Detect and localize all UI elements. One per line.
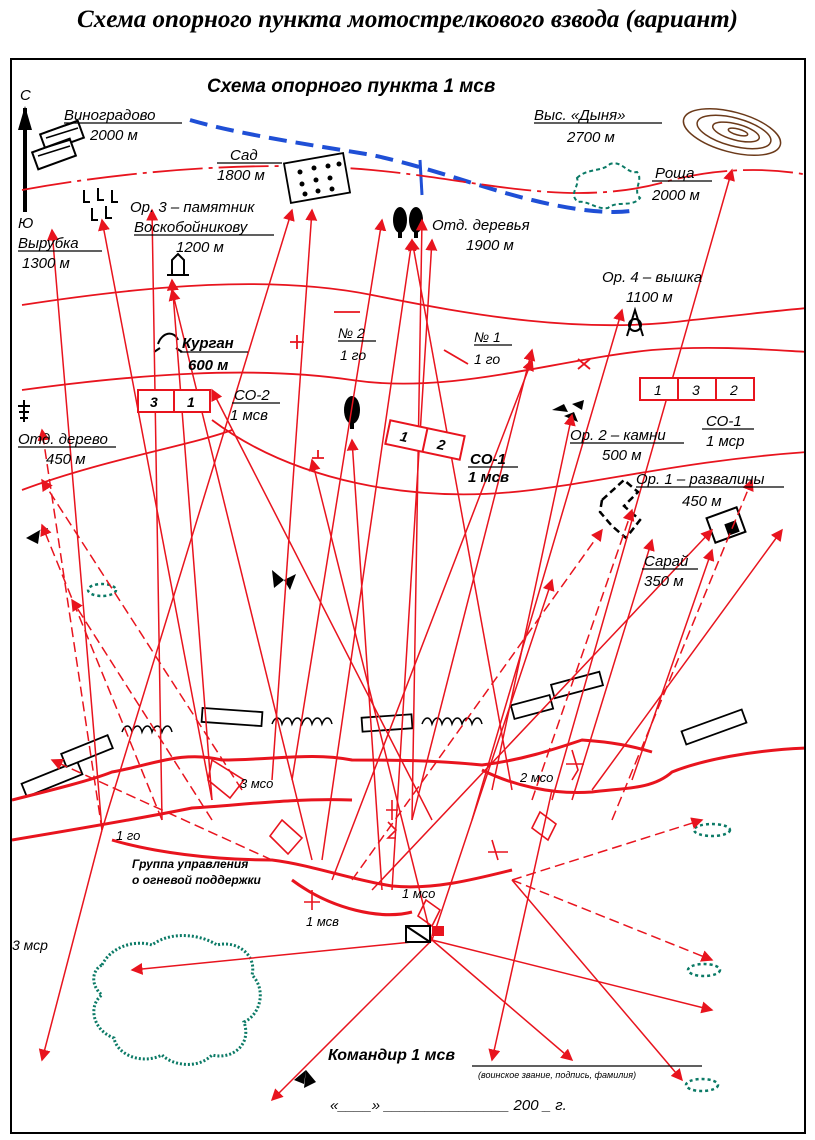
unit-so1-center: 1 мсв bbox=[468, 469, 509, 486]
dist-dynya: 2700 м bbox=[566, 129, 615, 146]
label-n2: № 2 bbox=[338, 325, 365, 341]
label-1go: 1 го bbox=[116, 828, 140, 843]
stones-icon bbox=[552, 400, 584, 422]
label-so1-right: СО-1 bbox=[706, 413, 742, 430]
compass: С Ю bbox=[18, 87, 33, 232]
label-1mso: 1 мсо bbox=[402, 886, 435, 901]
so2-cell-1: 3 bbox=[150, 394, 158, 410]
position-labels: № 2 1 го № 1 1 го СО-2 1 мсв СО-1 1 мсв … bbox=[230, 325, 754, 486]
scheme-title: Схема опорного пункта 1 мсв bbox=[207, 76, 495, 97]
landmark-labels: Виноградово 2000 м Сад 1800 м Выс. «Дыня… bbox=[18, 107, 784, 590]
forest-icon bbox=[92, 934, 262, 1066]
label-vinogradovo: Виноградово bbox=[64, 107, 156, 124]
compass-north: С bbox=[20, 87, 31, 104]
date-line: «____» _______________ 200 _ г. bbox=[330, 1097, 567, 1114]
obstacle-rectangles bbox=[20, 670, 748, 798]
blue-dashed-arrow bbox=[418, 159, 424, 196]
grove-icon bbox=[573, 162, 642, 210]
dist-saray: 350 м bbox=[644, 573, 683, 590]
scheme-map: Схема опорного пункта 1 мсв С Ю bbox=[10, 58, 806, 1134]
label-or3-line1: Ор. 3 – памятник bbox=[130, 199, 255, 216]
dist-or4: 1100 м bbox=[626, 289, 673, 306]
label-roshcha: Роща bbox=[655, 165, 694, 182]
dist-or2: 500 м bbox=[602, 447, 641, 464]
label-or2: Ор. 2 – камни bbox=[570, 427, 666, 444]
dist-otd-derevya: 1900 м bbox=[466, 237, 514, 254]
label-so1-center: СО-1 bbox=[470, 451, 506, 468]
unit-n2: 1 го bbox=[340, 347, 366, 363]
label-saray: Сарай bbox=[644, 553, 689, 570]
label-otd-derevo: Отд. дерево bbox=[18, 431, 108, 448]
label-3mso: 3 мсо bbox=[240, 776, 273, 791]
dist-otd-derevo: 450 м bbox=[46, 451, 85, 468]
footer: Командир 1 мсв (воинское звание, подпись… bbox=[328, 1047, 702, 1114]
label-or3-line2: Воскобойникову bbox=[134, 219, 249, 236]
label-so2: СО-2 bbox=[234, 387, 270, 404]
unit-labels: 3 мсо 2 мсо 1 мсо 1 го 1 мсв 3 мср Групп… bbox=[12, 770, 553, 953]
unit-so2: 1 мсв bbox=[230, 407, 268, 424]
engineering-markers bbox=[290, 311, 591, 459]
so1-right-cell-3: 2 bbox=[729, 382, 738, 398]
label-vyrubka: Вырубка bbox=[18, 235, 79, 252]
so2-cell-2: 1 bbox=[187, 394, 195, 410]
clearing-icon bbox=[83, 188, 118, 221]
unit-symbols bbox=[207, 749, 584, 928]
signature-note: (воинское звание, подпись, фамилия) bbox=[478, 1070, 636, 1080]
trees-icon bbox=[344, 207, 423, 429]
vinogradovo-icon bbox=[30, 119, 86, 171]
so1-right-cell-2: 3 bbox=[692, 382, 700, 398]
label-kurgan: Курган bbox=[182, 335, 234, 352]
dist-or3: 1200 м bbox=[176, 239, 224, 256]
fire-sectors bbox=[37, 168, 783, 1102]
commander-label: Командир 1 мсв bbox=[328, 1047, 455, 1064]
so2-box: 3 1 bbox=[137, 389, 211, 413]
bush-icons bbox=[86, 582, 732, 1093]
label-or1: Ор. 1 – развалины bbox=[636, 471, 764, 488]
label-control-group-1: Группа управления bbox=[132, 857, 248, 871]
label-or4: Ор. 4 – вышка bbox=[602, 269, 702, 286]
so1-center-box: 1 2 bbox=[384, 419, 466, 461]
dist-vinogradovo: 2000 м bbox=[89, 127, 138, 144]
tower-icon bbox=[626, 306, 644, 337]
ruins-icon bbox=[598, 478, 642, 540]
so1-right-cell-1: 1 bbox=[654, 382, 662, 398]
single-tree-icon bbox=[18, 400, 30, 422]
scheme-drawing: Схема опорного пункта 1 мсв С Ю bbox=[12, 76, 804, 1114]
label-n1: № 1 bbox=[474, 329, 501, 345]
label-1msv: 1 мсв bbox=[306, 914, 339, 929]
label-otd-derevya: Отд. деревья bbox=[432, 217, 530, 234]
so1-center-cell-1: 1 bbox=[399, 428, 410, 445]
command-post-icon bbox=[405, 925, 444, 943]
label-control-group-2: о огневой поддержки bbox=[132, 873, 262, 887]
label-3msr: 3 мср bbox=[12, 937, 48, 953]
dist-vyrubka: 1300 м bbox=[22, 255, 70, 272]
dist-or1: 450 м bbox=[682, 493, 721, 510]
label-2mso: 2 мсо bbox=[519, 770, 553, 785]
dist-sad: 1800 м bbox=[217, 167, 265, 184]
barn-icon bbox=[705, 506, 747, 544]
so1-right-box: 1 3 2 bbox=[639, 377, 755, 401]
label-sad: Сад bbox=[230, 147, 258, 164]
compass-south: Ю bbox=[18, 215, 33, 232]
dist-roshcha: 2000 м bbox=[651, 187, 700, 204]
unit-n1: 1 го bbox=[474, 351, 500, 367]
label-dynya: Выс. «Дыня» bbox=[534, 107, 625, 124]
unit-so1-right: 1 мср bbox=[706, 433, 744, 450]
monument-icon bbox=[167, 252, 189, 276]
blue-dashed-line bbox=[189, 118, 638, 214]
so1-center-cell-2: 2 bbox=[435, 436, 447, 454]
hill-dynya-icon bbox=[682, 107, 782, 157]
fire-position-icons bbox=[26, 528, 316, 1088]
page-title: Схема опорного пункта мотострелкового вз… bbox=[77, 6, 738, 33]
wire-coils bbox=[121, 717, 483, 735]
dist-kurgan: 600 м bbox=[188, 357, 228, 374]
garden-icon bbox=[282, 152, 352, 204]
